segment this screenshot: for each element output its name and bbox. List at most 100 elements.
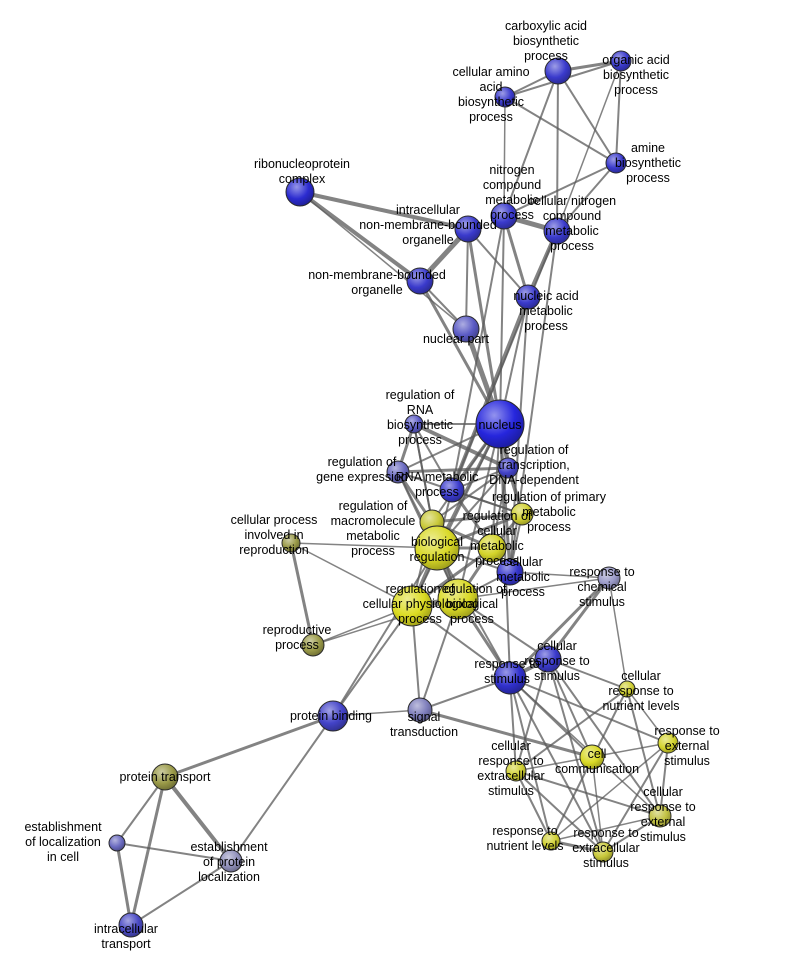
graph-node-amine-biosynthetic-process[interactable] <box>605 152 627 174</box>
node-label: regulation <box>410 550 465 564</box>
node-label: transcription, <box>498 458 570 472</box>
graph-edge <box>299 191 467 330</box>
graph-edge <box>129 775 167 927</box>
node-label: transduction <box>390 725 458 739</box>
graph-node-regulation-of-gene-expression[interactable] <box>386 460 410 484</box>
graph-edge <box>547 658 593 758</box>
graph-node-response-to-stimulus[interactable] <box>493 661 527 695</box>
graph-edge <box>465 228 469 330</box>
node-label: stimulus <box>640 830 686 844</box>
graph-node-response-to-external-stimulus[interactable] <box>657 732 679 754</box>
node-label: intracellular <box>94 922 158 936</box>
graph-node-regulation-of-cellular-physiological-process[interactable] <box>391 585 433 627</box>
node-label: transport <box>101 937 151 951</box>
graph-node-signal-transduction[interactable] <box>407 697 433 723</box>
graph-edge <box>163 775 233 863</box>
graph-edge <box>396 466 510 474</box>
node-label: external <box>665 739 709 753</box>
node-label: involved in <box>244 528 303 542</box>
graph-node-cellular-response-to-nutrient-levels[interactable] <box>618 680 636 698</box>
node-label: stimulus <box>579 595 625 609</box>
graph-node-establishment-of-localization-in-cell[interactable] <box>108 834 126 852</box>
graph-edge <box>608 577 628 690</box>
node-label: process <box>469 110 513 124</box>
graph-node-response-to-chemical-stimulus[interactable] <box>597 566 621 590</box>
node-label: acid <box>480 80 503 94</box>
graph-edge <box>467 228 529 298</box>
node-label: nutrient levels <box>602 699 679 713</box>
graph-edge <box>430 512 524 524</box>
node-label: protein transport <box>119 770 211 784</box>
node-label: cellular nitrogen <box>528 194 616 208</box>
graph-node-cellular-response-to-stimulus[interactable] <box>534 645 562 673</box>
node-label: response to <box>492 824 557 838</box>
graph-node-regulation-of-biological-process[interactable] <box>437 578 479 620</box>
node-label: nitrogen <box>489 163 534 177</box>
graph-edge <box>503 70 559 217</box>
node-label: organic acid <box>602 53 669 67</box>
graph-node-nuclear-part[interactable] <box>452 315 480 343</box>
graph-node-cellular-amino-acid-biosynthetic-process[interactable] <box>494 86 516 108</box>
node-label: external <box>641 815 685 829</box>
graph-edge <box>546 576 611 661</box>
graph-node-cellular-response-to-external-stimulus[interactable] <box>648 804 672 828</box>
graph-edge <box>418 708 594 759</box>
node-label: stimulus <box>488 784 534 798</box>
node-label: process <box>490 208 534 222</box>
graph-node-protein-binding[interactable] <box>317 700 349 732</box>
node-label: cellular process <box>231 513 318 527</box>
graph-edge <box>626 688 661 817</box>
graph-node-non-membrane-bounded-organelle[interactable] <box>406 267 434 295</box>
node-label: process <box>524 49 568 63</box>
graph-edge <box>499 215 505 425</box>
graph-edge <box>290 542 413 607</box>
graph-node-response-to-extracellular-stimulus[interactable] <box>592 841 614 863</box>
graph-node-rna-metabolic-process[interactable] <box>439 477 465 503</box>
graph-node-cell-communication[interactable] <box>579 744 605 770</box>
graph-node-ribonucleoprotein-complex[interactable] <box>285 177 315 207</box>
node-label: intracellular <box>396 203 460 217</box>
graph-node-reproductive-process[interactable] <box>301 633 325 657</box>
graph-node-intracellular-transport[interactable] <box>118 912 144 938</box>
graph-node-nitrogen-compound-metabolic-process[interactable] <box>490 202 518 230</box>
graph-edge <box>431 467 509 523</box>
graph-node-organic-acid-biosynthetic-process[interactable] <box>610 50 632 72</box>
graph-edge <box>418 279 502 426</box>
graph-edge <box>457 577 610 600</box>
graph-edge <box>436 547 511 679</box>
node-label: metabolic <box>496 570 550 584</box>
node-label: stimulus <box>534 669 580 683</box>
graph-edge <box>509 677 669 744</box>
node-label: cellular <box>503 555 543 569</box>
graph-node-nucleic-acid-metabolic-process[interactable] <box>515 284 541 310</box>
graph-node-cellular-nitrogen-compound-metabolic-process[interactable] <box>543 217 571 245</box>
graph-node-regulation-of-cellular-metabolic-process[interactable] <box>477 533 507 563</box>
graph-node-cellular-response-to-extracellular-stimulus[interactable] <box>505 760 527 782</box>
node-label: metabolic <box>485 193 539 207</box>
graph-node-regulation-of-primary-metabolic-process[interactable] <box>510 502 534 526</box>
graph-node-regulation-of-transcription-dna-dependent[interactable] <box>497 457 519 479</box>
graph-node-establishment-of-protein-localization[interactable] <box>219 849 243 873</box>
graph-edge <box>659 742 669 817</box>
graph-node-response-to-nutrient-levels[interactable] <box>541 831 561 851</box>
node-label: signal <box>408 710 441 724</box>
node-label: nuclear part <box>423 332 490 346</box>
graph-node-cellular-process-involved-in-reproduction[interactable] <box>281 533 301 553</box>
node-label: process <box>527 520 571 534</box>
graph-node-biological-regulation[interactable] <box>414 525 460 571</box>
graph-edge <box>602 742 669 853</box>
node-label: regulation of <box>386 582 455 596</box>
edge-layer <box>115 59 669 927</box>
graph-edge <box>115 841 133 927</box>
node-label: in cell <box>47 850 79 864</box>
graph-node-protein-transport[interactable] <box>151 763 179 791</box>
graph-node-cellular-metabolic-process[interactable] <box>496 558 524 586</box>
node-label: process <box>275 638 319 652</box>
graph-node-intracellular-non-membrane-bounded-organelle[interactable] <box>454 215 482 243</box>
graph-node-regulation-of-rna-biosynthetic-process[interactable] <box>404 414 424 434</box>
graph-node-carboxylic-acid-biosynthetic-process[interactable] <box>544 57 572 85</box>
graph-edge <box>413 423 453 491</box>
graph-node-nucleus[interactable] <box>475 399 525 449</box>
